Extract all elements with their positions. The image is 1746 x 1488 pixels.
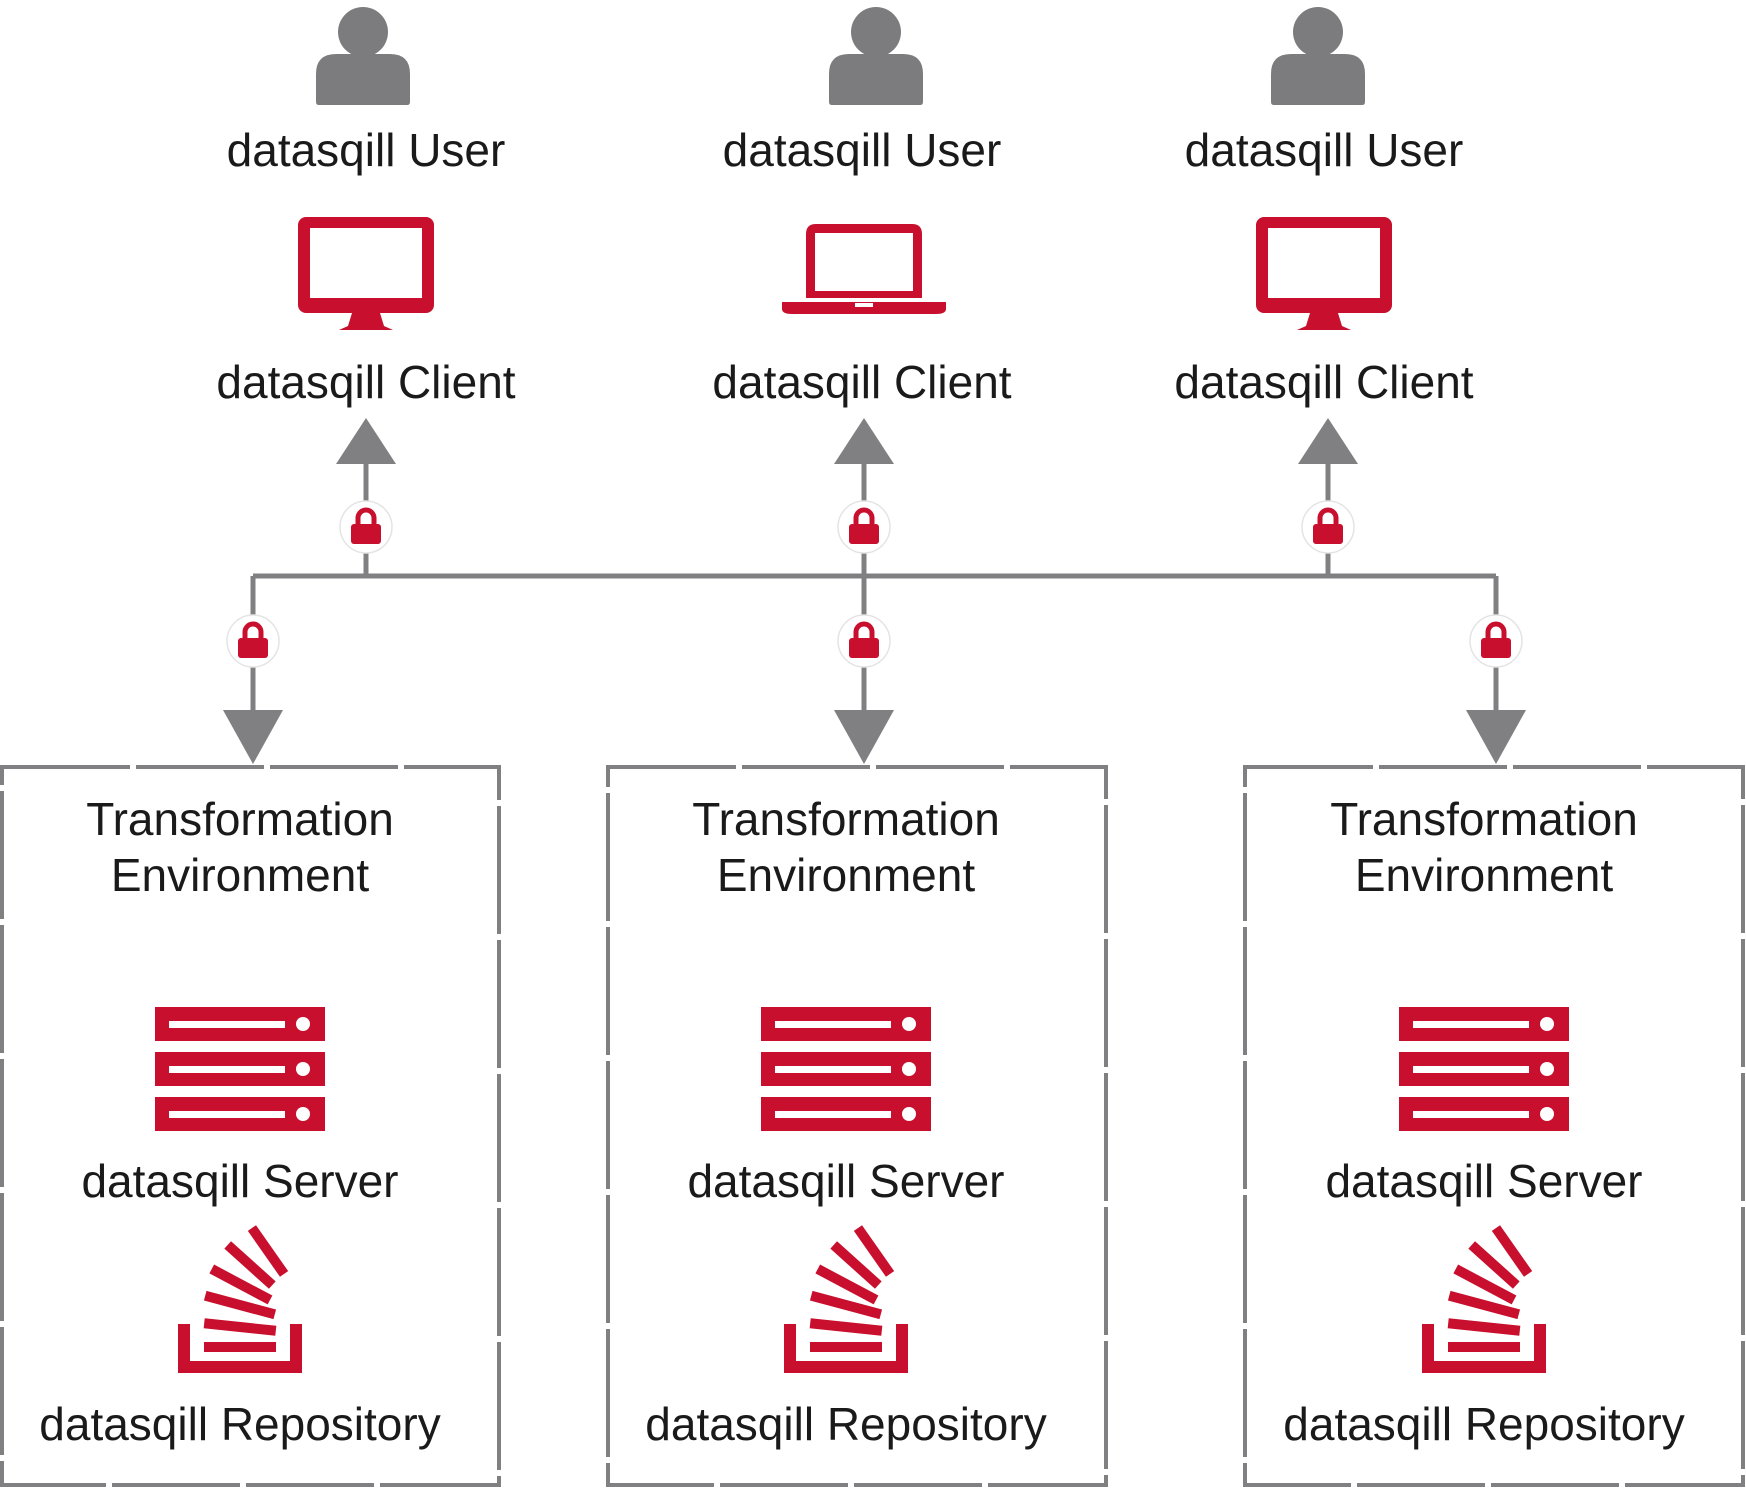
environment-frame (606, 765, 1108, 1487)
environment-title-line2: Environment (111, 849, 369, 901)
environment-title-line1: Transformation (1330, 793, 1638, 845)
environment-title-line1: Transformation (86, 793, 394, 845)
up-arrow-2 (834, 418, 894, 464)
server-label: datasqill Server (1325, 1155, 1642, 1207)
server-icon (1399, 1007, 1569, 1131)
lock-icon (838, 501, 890, 553)
client-label: datasqill Client (712, 356, 1011, 408)
environment-title-line2: Environment (717, 849, 975, 901)
lock-icon (340, 501, 392, 553)
environment-title-line1: Transformation (692, 793, 1000, 845)
server-icon (155, 1007, 325, 1131)
monitor-icon (1256, 217, 1392, 330)
lock-icon (227, 615, 279, 667)
repository-icon (178, 1225, 302, 1373)
user-group-1: datasqill User datasqill Client (216, 7, 516, 408)
repository-icon (1422, 1225, 1546, 1373)
environment-box-3: Transformation Environment datasqill Ser… (1243, 765, 1745, 1487)
up-arrow-1 (336, 418, 396, 464)
repository-label: datasqill Repository (1283, 1398, 1684, 1450)
lock-icon (1302, 501, 1354, 553)
down-arrow-3 (1466, 710, 1526, 764)
user-label: datasqill User (723, 124, 1002, 176)
repository-label: datasqill Repository (39, 1398, 440, 1450)
client-label: datasqill Client (216, 356, 515, 408)
down-arrow-2 (834, 710, 894, 764)
up-arrow-3 (1298, 418, 1358, 464)
server-label: datasqill Server (81, 1155, 398, 1207)
person-icon (829, 7, 923, 105)
person-icon (316, 7, 410, 105)
user-label: datasqill User (227, 124, 506, 176)
person-icon (1271, 7, 1365, 105)
lock-icon (838, 615, 890, 667)
arrowheads (223, 418, 1526, 764)
environment-box-1: Transformation Environment datasqill Ser… (0, 765, 501, 1487)
environment-box-2: Transformation Environment datasqill Ser… (606, 765, 1108, 1487)
monitor-icon (298, 217, 434, 330)
user-group-2: datasqill User datasqill Client (712, 7, 1012, 408)
server-label: datasqill Server (687, 1155, 1004, 1207)
environment-frame (0, 765, 501, 1487)
user-group-3: datasqill User datasqill Client (1174, 7, 1474, 408)
user-label: datasqill User (1185, 124, 1464, 176)
environment-frame (1243, 765, 1745, 1487)
repository-icon (784, 1225, 908, 1373)
laptop-icon (782, 224, 946, 314)
repository-label: datasqill Repository (645, 1398, 1046, 1450)
server-icon (761, 1007, 931, 1131)
environment-title-line2: Environment (1355, 849, 1613, 901)
client-label: datasqill Client (1174, 356, 1473, 408)
down-arrow-1 (223, 710, 283, 764)
lock-icon (1470, 615, 1522, 667)
connection-lines (250, 462, 1499, 712)
